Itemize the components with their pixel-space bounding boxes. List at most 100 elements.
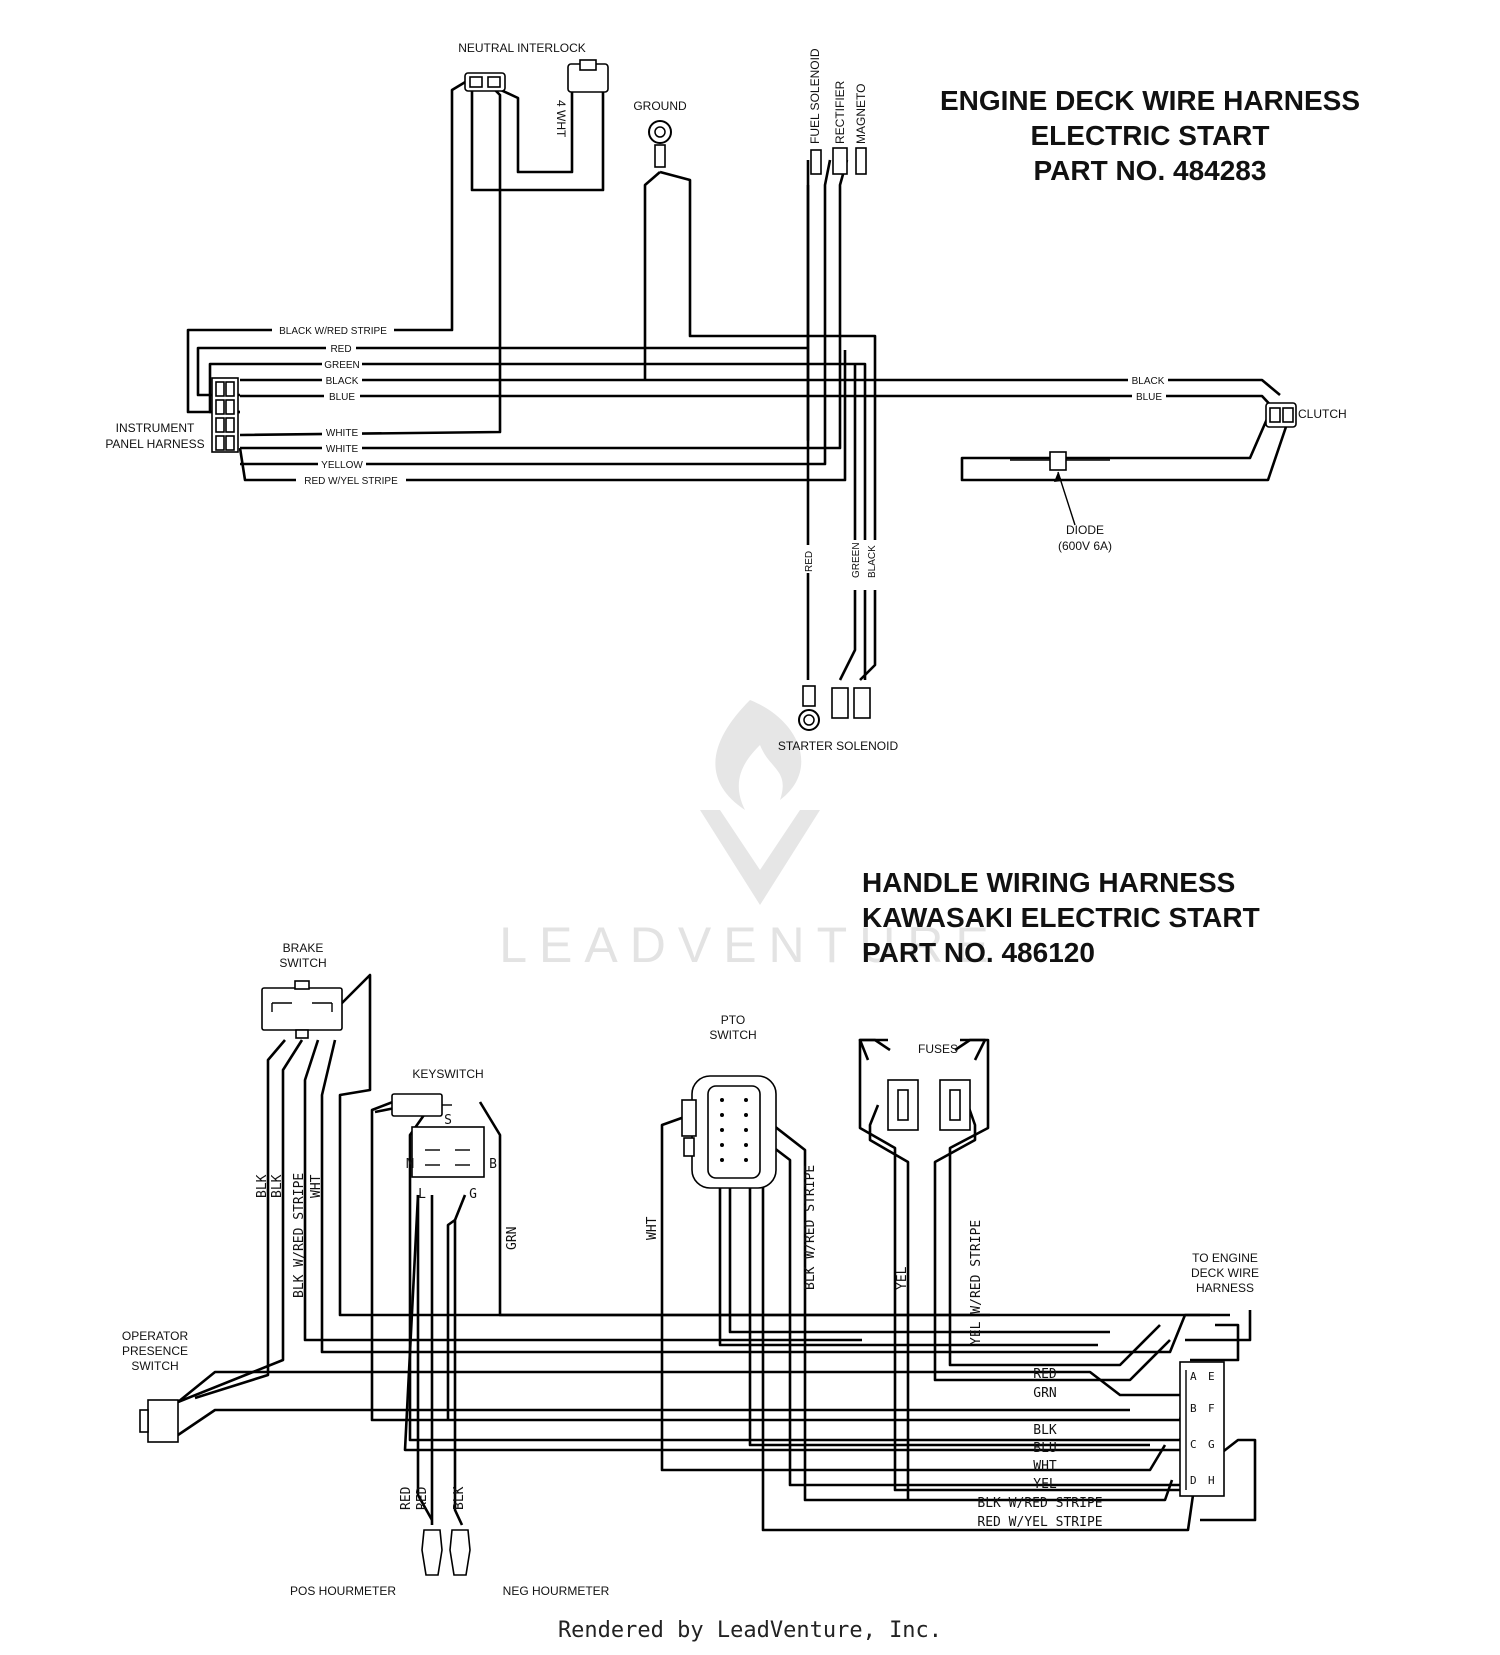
wire-conn-right [1185,1310,1252,1342]
operator-presence-label-3: SWITCH [131,1359,178,1373]
wire-fuse-right-outer [948,1038,1161,1367]
wire-yellow [240,159,832,466]
keyswitch-terminal-g: G [469,1187,477,1202]
wire-key-red-1 [416,1195,434,1521]
wire-label-yel-red-stripe-v: YEL W/RED STRIPE [969,1220,984,1345]
wire-label-clutch-blue: BLUE [1136,392,1162,403]
diode-component [1010,451,1110,526]
wire-label-wht-v: WHT [309,1174,324,1198]
wire-conn-right-2 [1190,1323,1240,1362]
diode-rating-label: (600V 6A) [1058,539,1112,553]
hourmeter-terminals [421,1529,471,1576]
connector-pin-f: F [1208,1402,1215,1415]
connector-pin-e: E [1208,1370,1215,1383]
connector-pin-c: C [1190,1438,1197,1451]
fuel-solenoid-label: FUEL SOLENOID [808,48,822,144]
wire-fuse-yel-red [933,1104,1171,1382]
wire-operator-red [177,1408,1130,1437]
wire-fuse-yel [868,1104,910,1500]
fuses-label: FUSES [918,1042,958,1056]
wire-label-blu-h: BLU [1033,1441,1056,1456]
handle-title-line-1: HANDLE WIRING HARNESS [862,867,1235,898]
wire-label-black-red-stripe: BLACK W/RED STRIPE [279,326,387,337]
wire-label-wht-pto: WHT [645,1216,660,1240]
to-engine-label-3: HARNESS [1196,1281,1254,1295]
wire-interlock-loop [470,78,605,192]
operator-presence-label-2: PRESENCE [122,1344,188,1358]
instrument-panel-label-1: INSTRUMENT [116,421,195,435]
rectifier-label: RECTIFIER [833,80,847,144]
wire-label-white-1: WHITE [326,428,359,439]
engine-deck-title-line-2: ELECTRIC START [1030,120,1269,151]
wire-label-blk-hour: BLK [452,1486,467,1510]
engine-deck-title-line-1: ENGINE DECK WIRE HARNESS [940,85,1360,116]
operator-presence-switch-component [139,1399,179,1443]
to-engine-label-1: TO ENGINE [1192,1251,1258,1265]
keyswitch-terminal-m: M [406,1157,414,1172]
wire-label-white-2: WHITE [326,444,359,455]
handle-title-line-2: KAWASAKI ELECTRIC START [862,902,1260,933]
wire-pto-c [748,1165,1150,1447]
ground-ring-terminal [648,120,672,168]
wire-label-blk-red-stripe-v: BLK W/RED STRIPE [292,1173,307,1298]
wire-green [208,362,867,680]
wire-solenoid-green [838,364,857,681]
footer-credit: Rendered by LeadVenture, Inc. [557,1618,943,1643]
keyswitch-terminal-l: L [418,1187,426,1202]
keyswitch-label: KEYSWITCH [412,1067,483,1081]
wire-label-sol-green: GREEN [851,542,862,578]
wire-label-blue: BLUE [329,392,355,403]
wire-label-grn-h: GRN [1033,1386,1056,1401]
wire-label-black: BLACK [326,376,359,387]
brake-switch-label-1: BRAKE [283,941,324,955]
wire-label-clutch-black: BLACK [1132,376,1165,387]
wire-fuse-right-top [954,1038,987,1061]
leadventure-watermark: LEADVENTURE [499,700,1001,973]
fuel-solenoid-terminal [810,147,867,175]
wire-pto-b [728,1165,1110,1334]
magneto-label: MAGNETO [854,84,868,144]
wire-4-wht [489,83,574,174]
instrument-panel-label-2: PANEL HARNESS [105,437,204,451]
wire-key-l [403,1194,1190,1452]
wire-white-interlock [239,84,502,437]
wire-black [240,378,1281,396]
handle-wires [177,973,1257,1532]
pos-hourmeter-label: POS HOURMETER [290,1584,396,1598]
starter-solenoid-label: STARTER SOLENOID [778,739,899,753]
wire-key-g [446,1218,456,1420]
diode-label: DIODE [1066,523,1104,537]
wire-brake-wht [320,1039,1230,1354]
keyswitch-component [391,1093,485,1178]
wire-operator-blk [177,1370,1185,1404]
keyswitch-terminal-s: S [444,1113,452,1128]
handle-title-line-3: PART NO. 486120 [862,937,1095,968]
wire-label-red-h: RED [1033,1367,1057,1382]
wire-label-wht-h: WHT [1033,1459,1057,1474]
pto-switch-label-1: PTO [721,1013,745,1027]
clutch-label: CLUTCH [1298,407,1347,421]
wire-pto-red-yel [759,1113,1174,1502]
neutral-interlock-label: NEUTRAL INTERLOCK [458,41,586,55]
connector-pin-g: G [1208,1438,1215,1451]
wire-label-red: RED [330,344,351,355]
connector-pin-h: H [1208,1474,1215,1487]
wire-label-sol-black: BLACK [867,545,878,578]
watermark-text: LEADVENTURE [499,917,1001,973]
starter-solenoid-terminals [798,685,871,731]
wire-fuse-left-top [858,1038,891,1061]
wire-key-grn [478,1101,1210,1317]
wire-brake-blk-2 [177,1039,304,1404]
wire-label-yel-h: YEL [1033,1477,1057,1492]
handle-labels: BRAKE SWITCH KEYSWITCH PTO SWITCH FUSES … [122,941,1259,1598]
to-engine-label-2: DECK WIRE [1191,1266,1259,1280]
instrument-panel-connector [211,377,239,453]
engine-deck-labels: NEUTRAL INTERLOCK GROUND FUEL SOLENOID R… [105,41,1346,753]
wire-label-red-1: RED [399,1486,414,1510]
clutch-connector [1265,402,1297,428]
wire-ground-to-solenoid [659,170,877,681]
wire-label-blk-red-stripe-pto: BLK W/RED STRIPE [803,1165,818,1290]
neutral-interlock-connector [464,59,609,93]
